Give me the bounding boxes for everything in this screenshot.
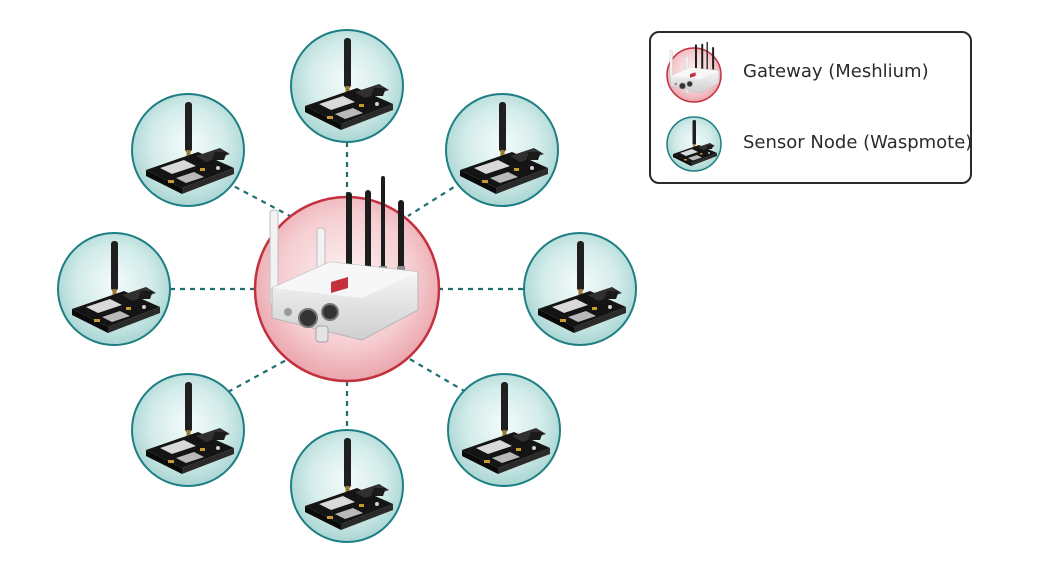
legend-sensor-label: Sensor Node (Waspmote)	[743, 132, 973, 153]
gateway-router-icon	[666, 42, 722, 103]
sensor-node-top	[290, 29, 404, 143]
sensor-node-top-right	[445, 93, 559, 207]
link-top-right	[407, 181, 463, 217]
sensor-node-left	[57, 232, 171, 346]
sensor-node-bottom-left	[131, 373, 245, 487]
sensor-node-right	[523, 232, 637, 346]
network-links	[170, 142, 524, 434]
legend-item-sensor: Sensor Node (Waspmote)	[651, 110, 973, 180]
gateway-node	[253, 175, 441, 383]
sensor-node-bottom	[290, 429, 404, 543]
sensor-node-bottom-right	[447, 373, 561, 487]
legend: Gateway (Meshlium) Sensor Node (Waspmote…	[649, 31, 972, 184]
sensor-board-icon	[666, 116, 722, 172]
link-bottom-left	[227, 357, 291, 393]
link-top-left	[225, 181, 291, 217]
legend-item-gateway: Gateway (Meshlium)	[651, 39, 970, 109]
link-bottom-right	[407, 357, 467, 393]
legend-gateway-label: Gateway (Meshlium)	[743, 61, 929, 82]
sensor-node-top-left	[131, 93, 245, 207]
